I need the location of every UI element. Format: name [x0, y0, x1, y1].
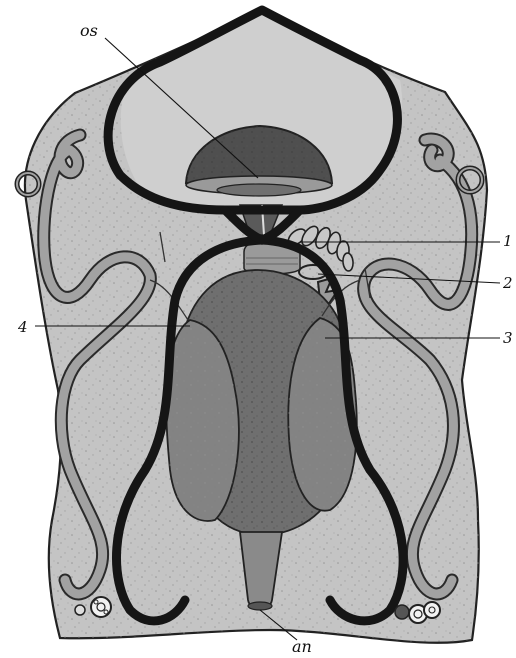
label-an: an — [292, 637, 312, 656]
label-os: os — [80, 21, 98, 40]
label-4: 4 — [17, 318, 28, 336]
label-2: 2 — [502, 274, 513, 292]
label-1: 1 — [503, 232, 513, 250]
label-3: 3 — [503, 329, 513, 347]
